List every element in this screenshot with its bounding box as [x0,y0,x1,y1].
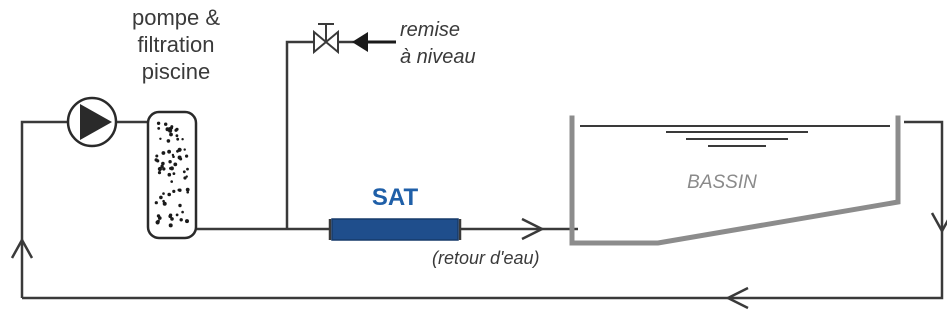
pipe-return-left [20,120,68,298]
flow-arrow-icon [930,212,947,234]
flow-arrow-icon [521,217,545,241]
filter-icon [146,110,198,240]
makeup-label-line-2: à niveau [400,46,476,68]
pump-icon [66,96,118,148]
flow-arrow-icon [725,286,749,310]
valve-icon [313,23,339,55]
pump-label-line-1: pompe & [132,5,220,30]
pipe-network [20,40,944,300]
basin-label: BASSIN [687,172,757,193]
makeup-arrow-icon [352,32,368,52]
sat-heater [328,218,462,241]
basin [569,115,901,246]
basin-wall [569,115,901,246]
return-water-label: (retour d'eau) [432,248,540,268]
flow-arrow-icon [10,237,34,259]
pipe-basin-outlet [22,120,944,300]
pump-label-line-3: piscine [142,59,210,84]
pump-label-line-2: filtration [137,32,214,57]
sat-label: SAT [372,184,419,211]
makeup-label-line-1: remise [400,19,460,41]
flow-arrows [10,32,947,310]
pipe-makeup-branch [285,40,314,229]
